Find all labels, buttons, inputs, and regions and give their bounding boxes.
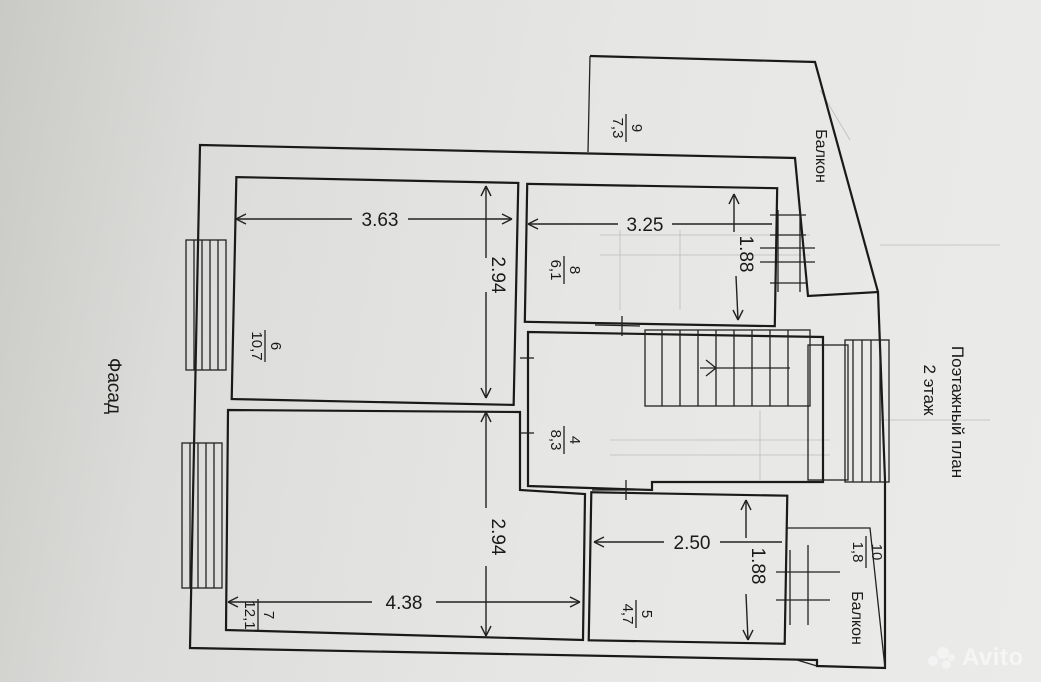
room-4-area: 8,3: [547, 430, 564, 451]
room-5-number: 5: [638, 610, 655, 618]
room-9-area: 7,3: [609, 118, 626, 139]
room-6-number: 6: [267, 342, 284, 350]
room-9-number: 9: [628, 124, 645, 132]
window-left-upper: [185, 239, 227, 371]
room-7-area: 12,1: [241, 600, 258, 629]
door-marks: [520, 316, 650, 500]
dim-label-room7-height: 2.94: [487, 519, 508, 556]
dimension-lines: [227, 185, 782, 641]
dim-label-room5-height: 1.88: [747, 548, 768, 585]
room-label-6: 6 10,7: [248, 330, 284, 362]
room-4-number: 4: [566, 436, 583, 444]
room-label-5: 5 4,7: [619, 600, 655, 628]
dim-label-room6-height: 2.94: [487, 257, 508, 294]
room-label-9: 9 7,3: [609, 114, 645, 142]
dim-label-room8-height: 1.88: [735, 236, 756, 273]
window-left-lower: [181, 442, 223, 589]
window-right: [844, 339, 890, 483]
room-5-area: 4,7: [619, 604, 636, 625]
room-7-outline: [224, 408, 587, 642]
room-5-outline: [587, 491, 789, 645]
room-label-10: 10 1,8: [849, 536, 885, 568]
dim-label-room7-width: 4.38: [386, 593, 423, 614]
balcony-label-top: Балкон: [812, 129, 829, 183]
room-6-area: 10,7: [248, 331, 265, 360]
stair-direction-arrow-icon: [705, 359, 718, 377]
room-7-number: 7: [260, 611, 277, 619]
avito-watermark: Avito: [928, 640, 1038, 676]
room-6-outline: [230, 175, 520, 407]
avito-logo-icon: [928, 646, 956, 670]
plan-title: Поэтажный план: [948, 346, 967, 478]
dim-label-room8-width: 3.25: [627, 215, 664, 236]
dim-label-room5-width: 2.50: [674, 533, 711, 554]
room-8-number: 8: [566, 266, 583, 274]
room-8-outline: [523, 182, 779, 328]
floor-label: 2 этаж: [920, 365, 939, 417]
room-label-7: 7 12,1: [241, 599, 277, 631]
staircase: [644, 329, 849, 481]
avito-watermark-text: Avito: [962, 644, 1024, 671]
room-4-outline: [526, 330, 825, 492]
room-8-area: 6,1: [547, 260, 564, 281]
dim-label-room6-width: 3.63: [362, 210, 399, 231]
room-label-4: 4 8,3: [547, 426, 583, 454]
facade-label: Фасад: [103, 358, 124, 414]
room-10-number: 10: [868, 544, 885, 561]
outer-walls: [188, 54, 887, 670]
balcony-label-bottom: Балкон: [848, 591, 865, 645]
room-label-8: 8 6,1: [547, 256, 583, 284]
room-10-area: 1,8: [849, 542, 866, 563]
